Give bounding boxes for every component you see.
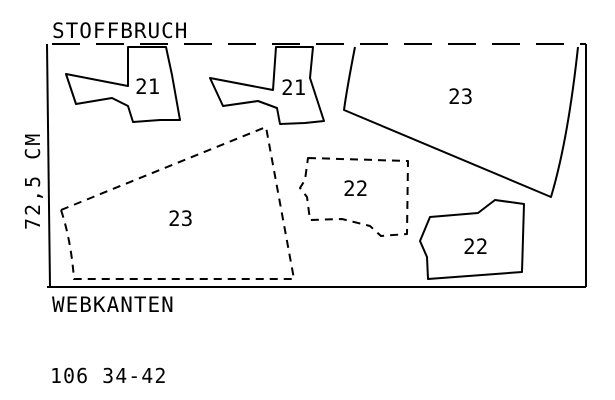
piece-outline — [209, 46, 325, 125]
pattern-piece-22-dashed: 22 — [299, 157, 409, 237]
pattern-piece-22-solid: 22 — [419, 199, 525, 280]
width-label: 72,5 CM — [21, 132, 45, 230]
piece-number: 22 — [343, 177, 368, 201]
pattern-piece-21-left: 21 — [65, 46, 181, 123]
piece-number: 21 — [281, 76, 306, 100]
piece-outline — [419, 199, 525, 280]
pattern-code: 106 34-42 — [50, 364, 167, 388]
pattern-piece-23-top: 23 — [343, 46, 579, 198]
piece-number: 21 — [135, 75, 160, 99]
pattern-piece-23-dashed: 23 — [60, 126, 295, 280]
piece-number: 23 — [448, 85, 473, 109]
piece-number: 22 — [463, 235, 488, 259]
fabric-outline — [46, 43, 587, 288]
fabric-left-edge — [46, 43, 51, 288]
piece-outline — [60, 126, 295, 280]
selvedge-label: WEBKANTEN — [52, 293, 175, 317]
piece-outline — [299, 157, 409, 237]
fold-label: STOFFBRUCH — [52, 19, 188, 43]
piece-number: 23 — [168, 207, 193, 231]
piece-outline — [65, 46, 181, 123]
pattern-piece-21-right: 21 — [209, 46, 325, 125]
piece-outline — [343, 46, 579, 198]
